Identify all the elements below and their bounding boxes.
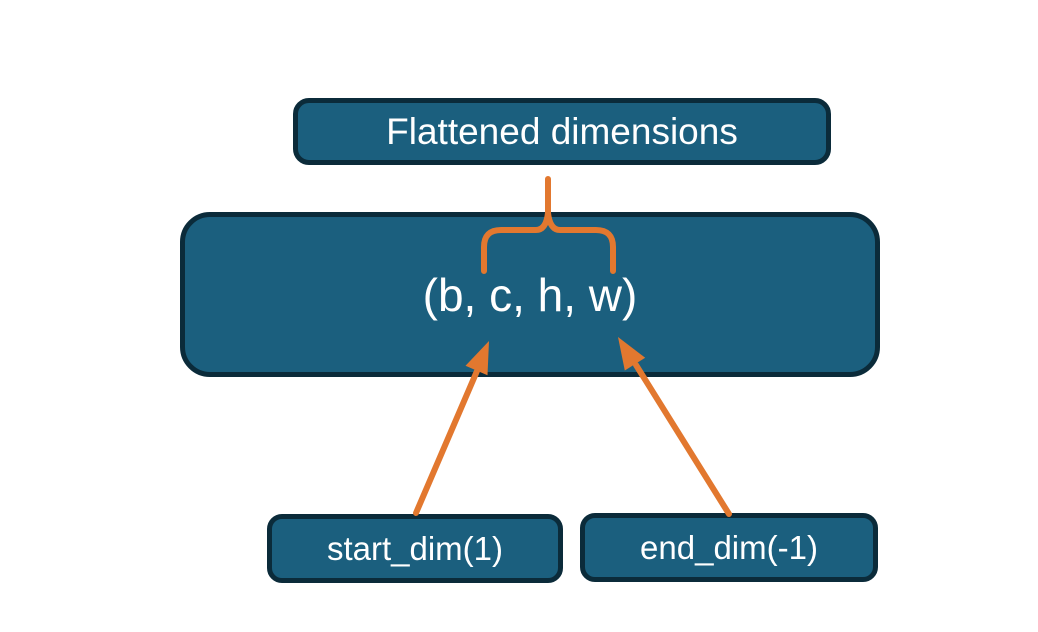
node-flattened-dimensions: Flattened dimensions	[293, 98, 831, 165]
end-dim-label: end_dim(-1)	[640, 528, 818, 566]
start-dim-arrow-shaft	[413, 368, 480, 516]
flattened-dimensions-label: Flattened dimensions	[386, 110, 738, 152]
node-end-dim: end_dim(-1)	[580, 513, 878, 582]
node-tensor-shape: (b, c, h, w)	[180, 212, 880, 377]
start-dim-label: start_dim(1)	[326, 529, 504, 567]
end-dim-arrow-shaft	[633, 362, 732, 517]
tensor-shape-label: (b, c, h, w)	[422, 268, 638, 321]
node-start-dim: start_dim(1)	[267, 514, 563, 583]
